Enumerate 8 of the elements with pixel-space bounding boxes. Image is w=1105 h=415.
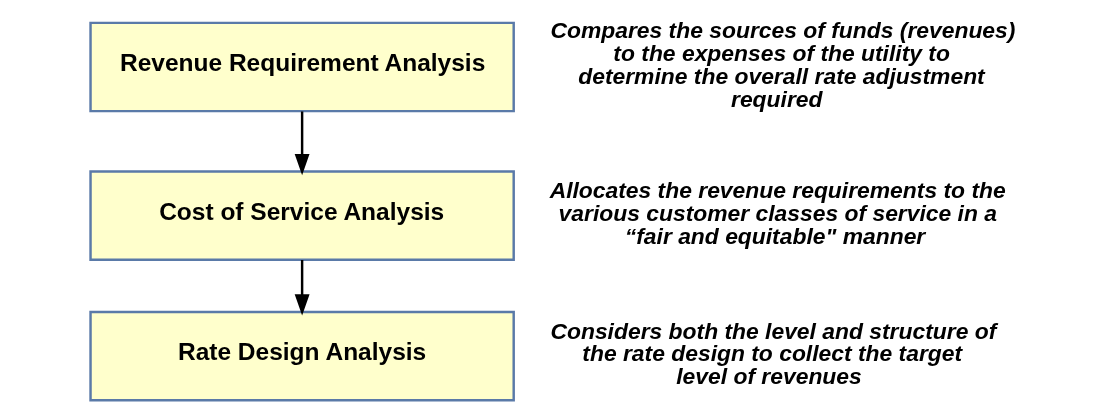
node-box: Cost of Service Analysis <box>89 170 515 261</box>
node-box: Rate Design Analysis <box>89 310 515 402</box>
node-label: Allocates the revenue requirements to the various customer classes of service in a “fair and equitable" manner <box>549 177 1006 249</box>
arrow <box>294 260 310 316</box>
node-label: Considers both the level and structure of the rate design to collect the target level of revenues <box>550 317 997 390</box>
node-box: Revenue Requirement Analysis <box>89 21 515 113</box>
node-label: Compares the sources of funds (revenues) to the expenses of the utility to determine the overall rate adjustment required <box>550 16 1016 112</box>
arrow <box>294 111 310 176</box>
